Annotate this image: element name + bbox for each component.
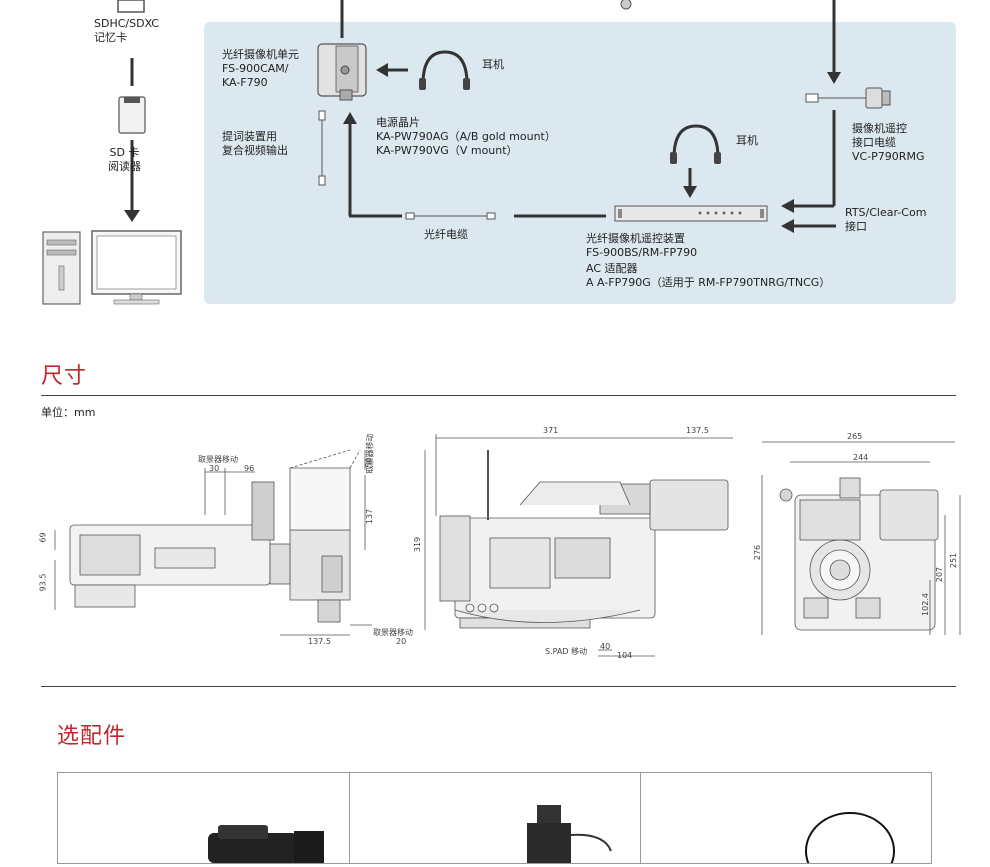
- dim-96: 96: [244, 464, 255, 473]
- sd-reader-label: SD 卡 阅读器: [108, 146, 141, 173]
- dim-251: 251: [949, 552, 959, 569]
- system-diagram-lines: [42, 0, 891, 305]
- dim-vf-move-label: 取景器移动: [198, 455, 238, 464]
- dim-vf-move-bottom: 取景器移动: [373, 628, 413, 637]
- camera-unit-label: 光纤摄像机单元 FS-900CAM/ KA-F790: [222, 48, 299, 89]
- dim-319: 319: [413, 536, 423, 553]
- dim-spad: S.PAD 移动: [545, 647, 588, 656]
- dim-102-4: 102.4: [920, 593, 930, 616]
- accessories-title: 选配件: [57, 724, 127, 749]
- dim-265: 265: [847, 432, 863, 441]
- dim-276: 276: [753, 544, 763, 561]
- dim-30: 30: [209, 464, 220, 473]
- remote-cable-label: 摄像机遥控 接口电缆 VC-P790RMG: [852, 122, 925, 163]
- headset-label-1: 耳机: [482, 58, 504, 71]
- sdhc-label: SDHC/SDXC 记忆卡: [94, 17, 159, 44]
- dim-vf-move-vertical: 取景器移动: [365, 433, 375, 474]
- accessories-divider: [41, 686, 956, 687]
- dim-40: 40: [600, 642, 611, 651]
- dim-137-5-b: 137.5: [686, 426, 709, 435]
- remote-unit-label: 光纤摄像机遥控装置 FS-900BS/RM-FP790: [586, 232, 698, 259]
- dim-137-5-a: 137.5: [308, 637, 331, 646]
- dim-371: 371: [543, 426, 559, 435]
- headset-label-2: 耳机: [736, 134, 758, 147]
- dimensions-divider: [41, 395, 956, 396]
- dim-20: 20: [396, 637, 407, 646]
- dimensions-title: 尺寸: [41, 364, 88, 389]
- unit-label: 单位：mm: [41, 406, 96, 419]
- ac-adapter-label: AC 适配器 A A-FP790G（适用于 RM-FP790TNRG/TNCG）: [586, 262, 831, 289]
- dim-104: 104: [617, 651, 633, 660]
- prompter-label: 提词装置用 复合视频输出: [222, 130, 288, 157]
- dim-93-5: 93.5: [38, 573, 48, 592]
- rts-label: RTS/Clear-Com 接口: [845, 206, 927, 233]
- dimension-drawings: [54, 434, 961, 657]
- power-label: 电源晶片 KA-PW790AG（A/B gold mount） KA-PW790…: [376, 116, 556, 157]
- dim-137: 137: [365, 508, 375, 525]
- dim-244: 244: [853, 453, 869, 462]
- fiber-cable-label: 光纤电缆: [424, 228, 468, 241]
- dim-207: 207: [935, 566, 945, 583]
- dim-69: 69: [38, 532, 48, 543]
- accessories-grid: [57, 772, 932, 867]
